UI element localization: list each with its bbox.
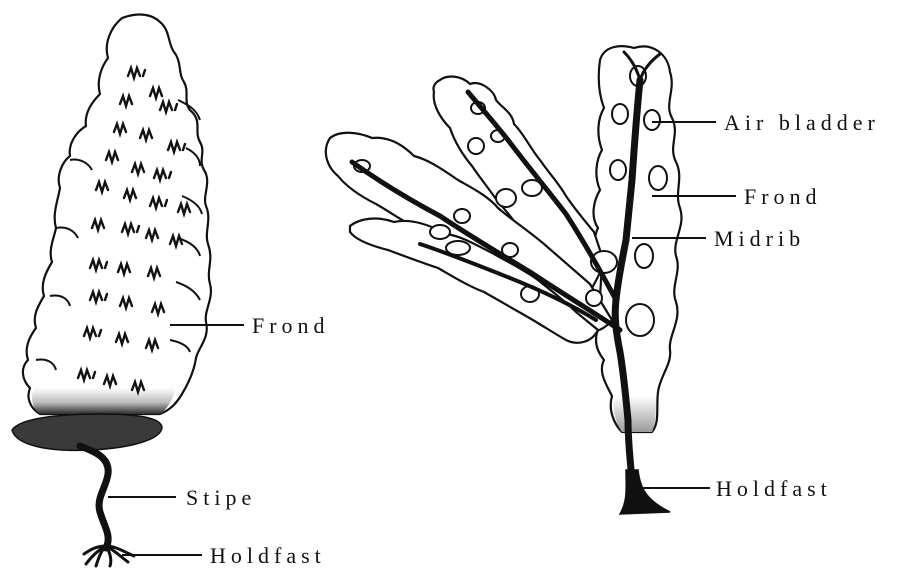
air-bladder [468, 138, 484, 154]
air-bladder [644, 110, 660, 130]
left-seaweed [12, 15, 211, 566]
right-holdfast [620, 470, 670, 514]
air-bladder [649, 166, 667, 190]
midrib-label: Midrib [714, 226, 805, 251]
right-seaweed [326, 46, 682, 514]
air-bladder [454, 209, 470, 223]
right-holdfast-label: Holdfast [716, 476, 832, 501]
left-base-disc [12, 414, 162, 450]
air-bladder [586, 290, 602, 306]
air-bladder [430, 225, 450, 239]
right-frond-base-shade [613, 396, 656, 432]
left-stipe [80, 446, 108, 548]
air-bladder [626, 304, 654, 336]
left-stipe-label: Stipe [186, 485, 256, 510]
air-bladder [496, 189, 516, 207]
air-bladder [610, 160, 626, 180]
left-frond-base-shade [32, 388, 176, 414]
air-bladder [635, 244, 653, 268]
left-frond-outline [23, 15, 211, 414]
left-frond-label: Frond [252, 313, 330, 338]
left-holdfast-label: Holdfast [210, 543, 326, 568]
air-bladder [612, 104, 628, 124]
right-frond-label: Frond [744, 184, 822, 209]
air-bladder-label: Air bladder [724, 110, 880, 135]
